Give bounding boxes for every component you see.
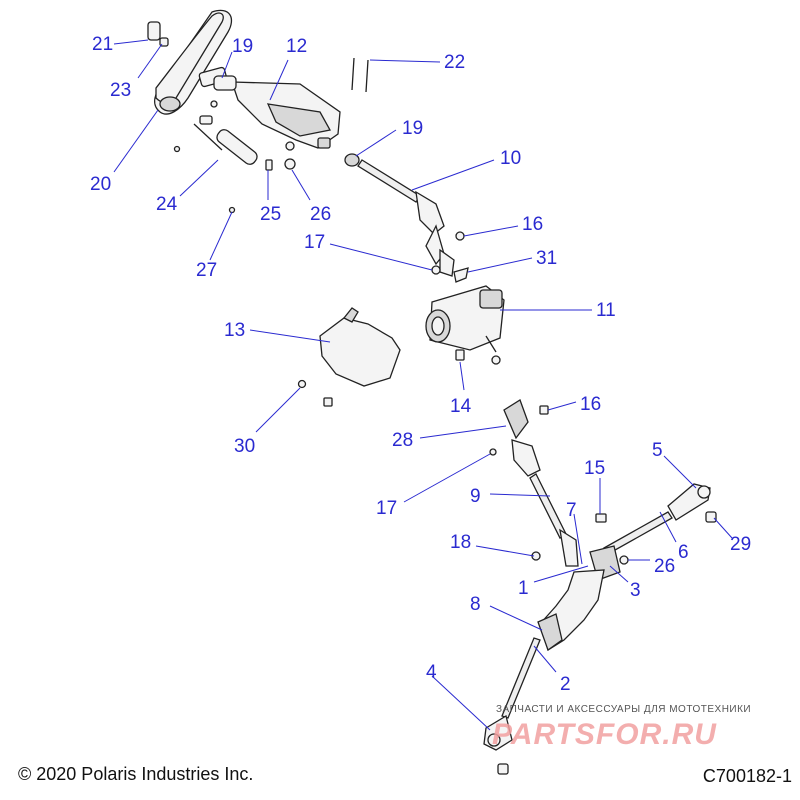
nut-tie-rod	[497, 763, 509, 775]
callout-26: 26	[654, 556, 675, 577]
watermark-tagline: ЗАПЧАСТИ И АКСЕССУАРЫ ДЛЯ МОТОТЕХНИКИ	[496, 704, 752, 715]
callout-30: 30	[234, 436, 255, 457]
screw-30	[297, 379, 307, 389]
callout-15: 15	[584, 458, 605, 479]
tie-rod-end-left	[483, 714, 513, 751]
callout-20: 20	[90, 174, 111, 195]
callout-26: 26	[310, 204, 331, 225]
callout-28: 28	[392, 430, 413, 451]
bolt-25	[265, 159, 273, 171]
callout-25: 25	[260, 204, 281, 225]
bolt-16-lower	[539, 405, 549, 415]
callout-16: 16	[580, 394, 601, 415]
callout-labels: 21 19 12 22 23 19 10 20 24 25 26 16 17 3…	[90, 34, 751, 695]
callout-21: 21	[92, 34, 113, 55]
nut-26	[284, 158, 296, 170]
callout-17: 17	[304, 232, 325, 253]
callout-11: 11	[596, 300, 616, 321]
callout-1: 1	[518, 578, 529, 599]
callout-14: 14	[450, 396, 472, 417]
callout-23: 23	[110, 80, 131, 101]
callout-6: 6	[678, 542, 689, 563]
nut-17	[431, 265, 441, 275]
column-bolts	[351, 57, 369, 93]
callout-24: 24	[156, 194, 178, 215]
bolt-15	[595, 513, 607, 523]
leader-lines	[113, 39, 733, 731]
callout-27: 27	[196, 260, 217, 281]
callout-31: 31	[536, 248, 557, 269]
tie-rod-end-right	[667, 483, 711, 521]
callout-4: 4	[426, 662, 437, 683]
small-fastener	[173, 145, 181, 153]
nut-17-lower	[489, 448, 497, 456]
steering-cover	[319, 307, 401, 387]
steering-rack	[501, 511, 673, 719]
callout-16: 16	[522, 214, 543, 235]
screw	[323, 397, 333, 407]
steering-cap	[147, 21, 169, 47]
callout-12: 12	[286, 36, 307, 57]
callout-13: 13	[224, 320, 245, 341]
callout-19: 19	[232, 36, 253, 57]
clip-31	[453, 267, 469, 283]
upper-steering-shaft	[344, 153, 455, 277]
callout-18: 18	[450, 532, 471, 553]
callout-5: 5	[652, 440, 663, 461]
bolt-14	[455, 349, 465, 361]
nut	[285, 141, 295, 151]
small-fastener	[228, 206, 236, 214]
callout-22: 22	[444, 52, 465, 73]
nut-26-lower	[619, 555, 629, 565]
callout-17: 17	[376, 498, 397, 519]
lower-steering-shaft	[503, 399, 579, 567]
watermark-logo: PARTSFOR.RU	[492, 718, 717, 751]
drawing-number: C700182-1	[702, 766, 792, 786]
nut-29	[705, 511, 717, 523]
callout-3: 3	[630, 580, 641, 601]
steering-wheel	[154, 9, 233, 115]
callout-29: 29	[730, 534, 751, 555]
callout-7: 7	[566, 500, 577, 521]
copyright-notice: © 2020 Polaris Industries Inc.	[18, 764, 254, 784]
callout-10: 10	[500, 148, 521, 169]
callout-8: 8	[470, 594, 481, 615]
callout-19: 19	[402, 118, 423, 139]
column-support-bracket	[210, 75, 341, 149]
callout-2: 2	[560, 674, 571, 695]
callout-9: 9	[470, 486, 481, 507]
power-steering-unit	[425, 285, 505, 365]
tilt-gas-strut	[193, 115, 258, 165]
bolt-16	[455, 231, 465, 241]
